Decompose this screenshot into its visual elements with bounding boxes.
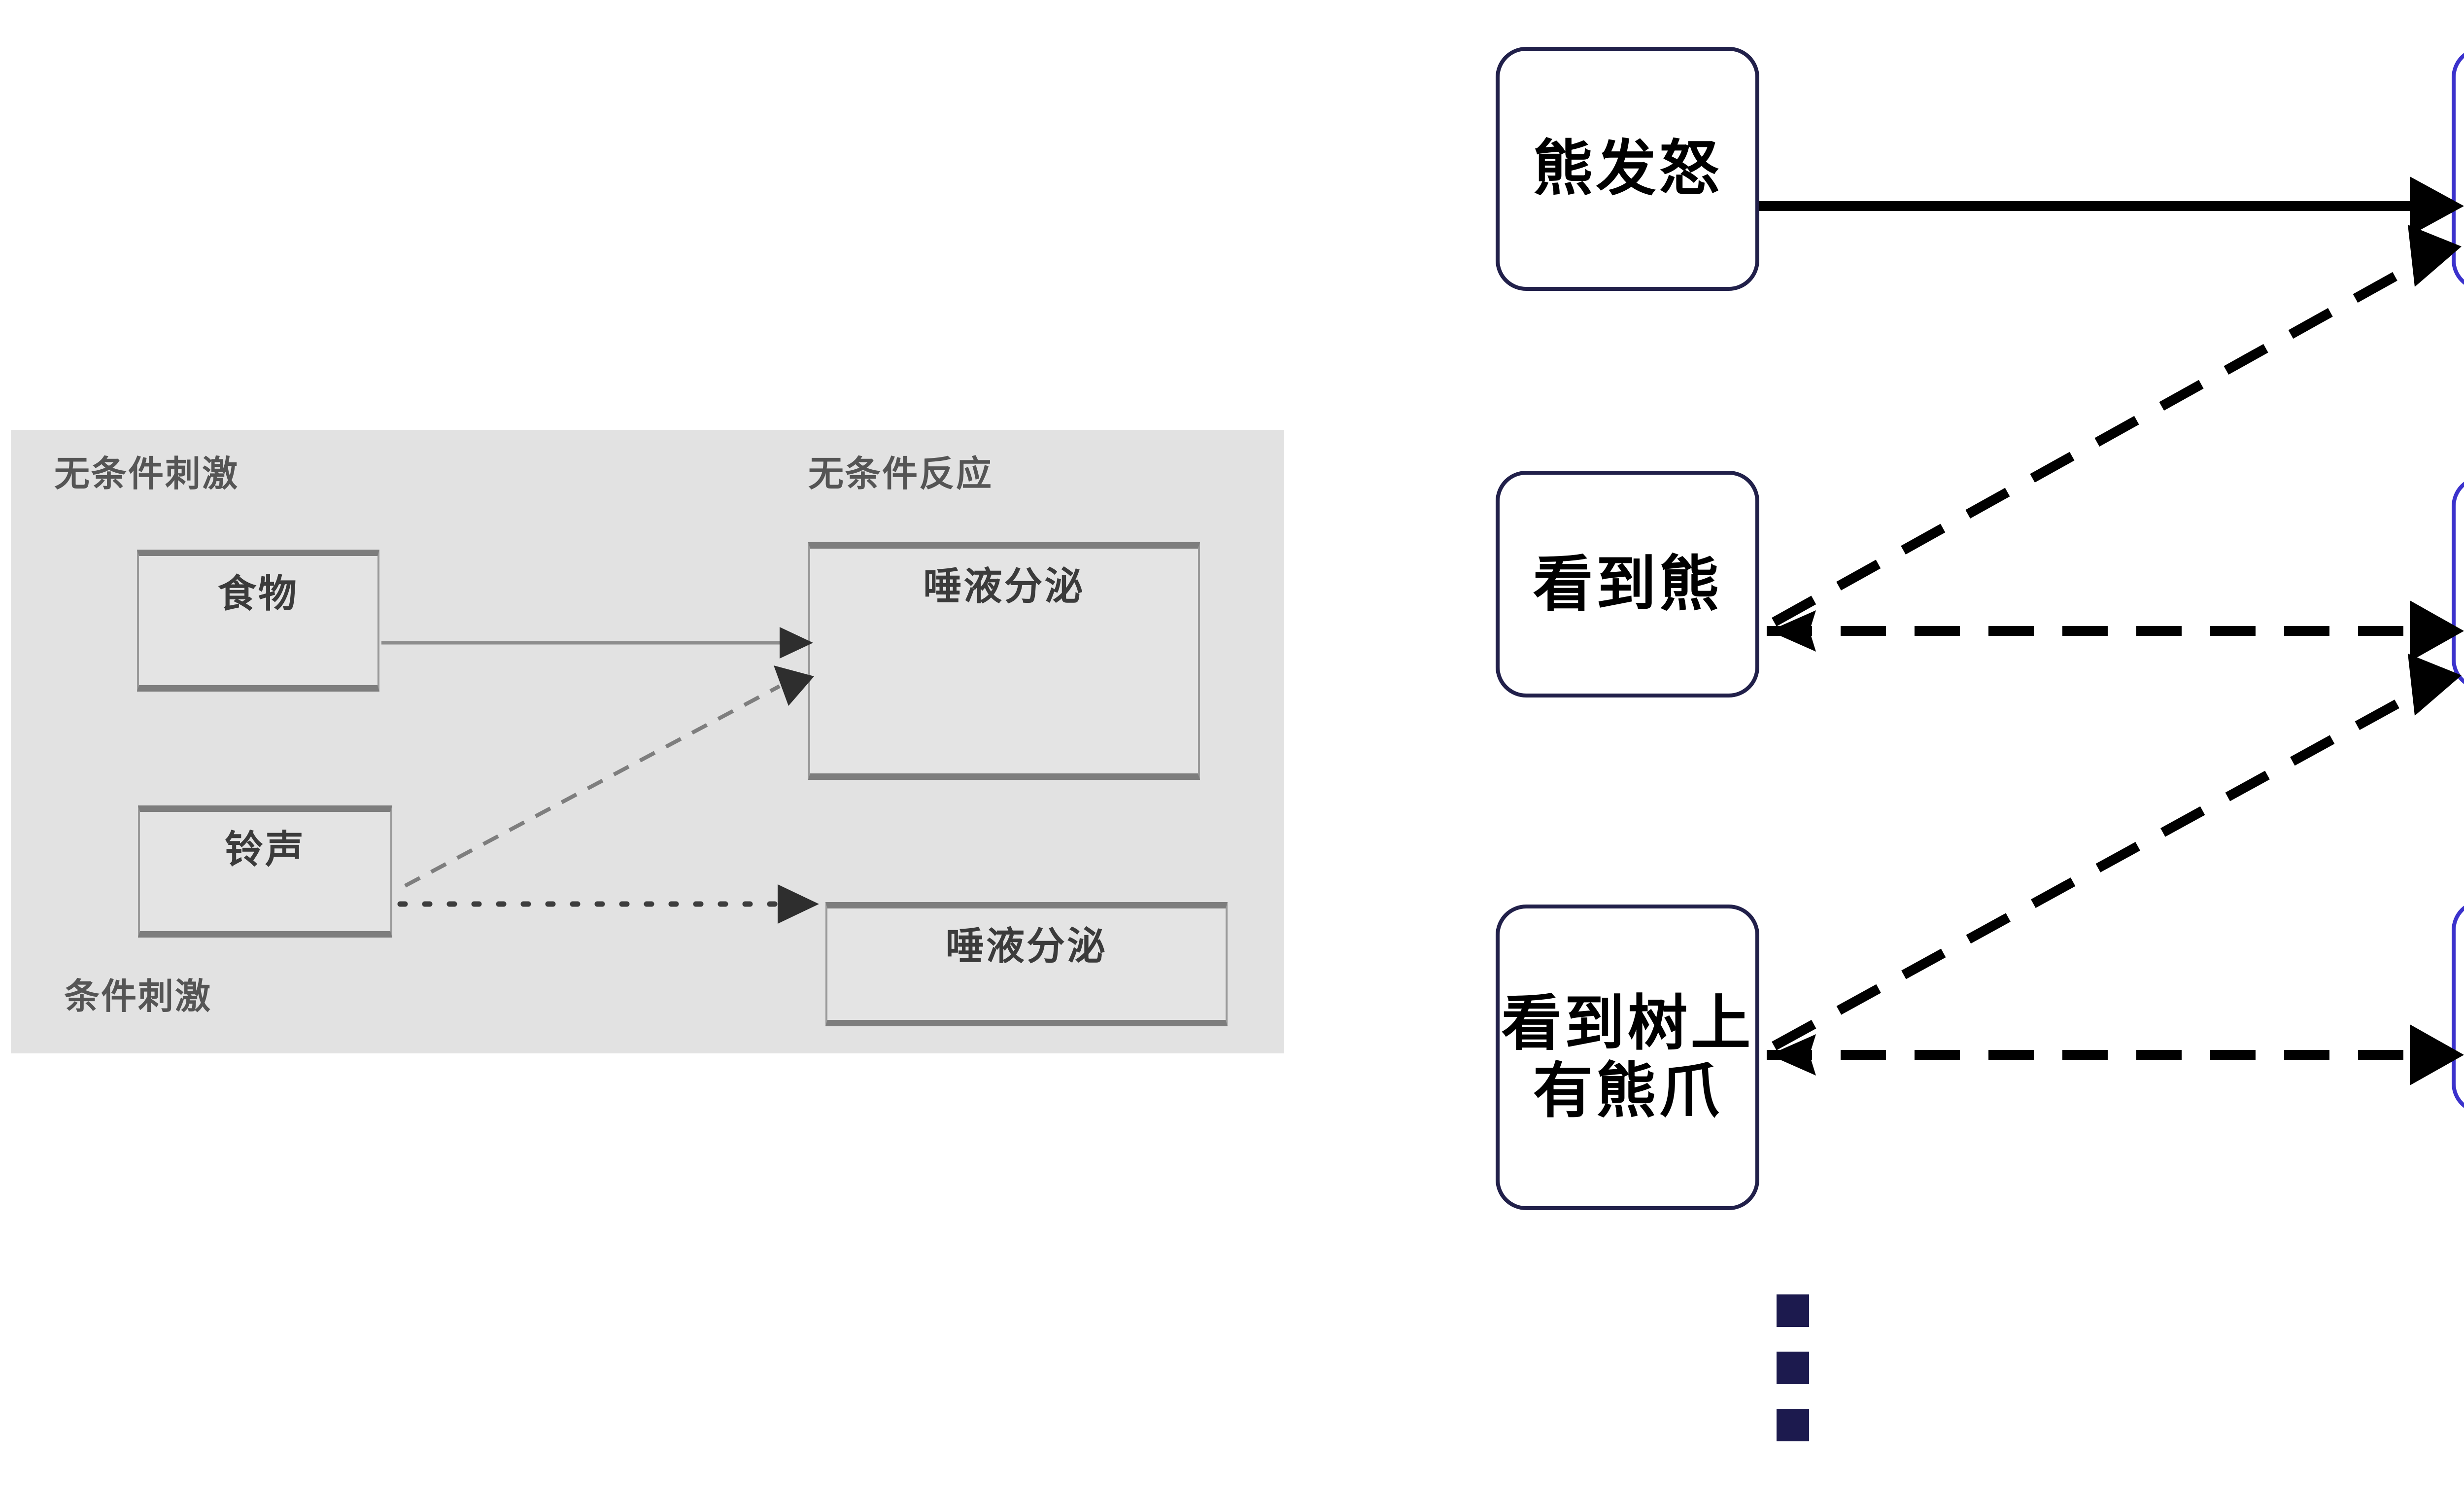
edge-see-bear-to-value-s-prime bbox=[1767, 600, 2464, 662]
box-salivation-unconditioned: 唾液分泌 bbox=[808, 542, 1200, 780]
node-value-s[interactable]: V(s) bbox=[2452, 900, 2464, 1114]
edge-see-claw-to-value-s bbox=[1767, 1024, 2464, 1085]
arrow-food-head bbox=[780, 627, 813, 659]
classical-conditioning-panel: 无条件刺激 无条件反应 条件刺激 条件反应 食物 唾液分泌 铃声 唾液分泌 bbox=[11, 430, 1284, 1053]
arrow-bell-to-uncond-head bbox=[774, 665, 814, 706]
classical-conditioning-arrows bbox=[381, 627, 819, 924]
node-value-s-prime[interactable]: V(s′) bbox=[2452, 476, 2464, 690]
box-salivation-conditioned: 唾液分泌 bbox=[825, 902, 1228, 1026]
box-food-label: 食物 bbox=[217, 572, 299, 616]
node-see-bear[interactable]: 看到熊 bbox=[1496, 471, 1759, 697]
rl-diagram-arrows bbox=[1759, 176, 2464, 1085]
state-column-ellipsis-dot-1 bbox=[1777, 1294, 1809, 1327]
label-unconditioned-stimulus: 无条件刺激 bbox=[54, 453, 240, 494]
arrow-bell-to-uncond-line bbox=[404, 684, 781, 888]
node-see-claw-on-tree[interactable]: 看到树上 有熊爪 bbox=[1496, 905, 1759, 1210]
node-see-bear-label: 看到熊 bbox=[1533, 549, 1722, 619]
box-food: 食物 bbox=[137, 550, 379, 692]
edge-bear-angry-to-reward bbox=[1759, 176, 2464, 236]
box-bell-label: 铃声 bbox=[224, 828, 306, 872]
node-bear-angry-label: 熊发怒 bbox=[1533, 134, 1722, 204]
state-column-ellipsis-dot-2 bbox=[1777, 1352, 1809, 1384]
state-column-ellipsis-dot-3 bbox=[1777, 1409, 1809, 1441]
box-salivation-unconditioned-label: 唾液分泌 bbox=[923, 564, 1085, 609]
node-see-claw-on-tree-label: 看到树上 有熊爪 bbox=[1502, 990, 1754, 1124]
edge-see-bear-to-reward bbox=[1772, 225, 2462, 627]
box-salivation-conditioned-label: 唾液分泌 bbox=[945, 924, 1107, 969]
node-see-claw-line1: 看到树上 bbox=[1501, 988, 1754, 1059]
label-conditioned-stimulus: 条件刺激 bbox=[64, 976, 212, 1017]
node-bear-angry[interactable]: 熊发怒 bbox=[1496, 47, 1759, 291]
arrow-bell-to-cond-head bbox=[778, 884, 819, 924]
node-see-claw-line2: 有熊爪 bbox=[1533, 1056, 1722, 1126]
label-unconditioned-response: 无条件反应 bbox=[808, 453, 993, 494]
edge-see-claw-to-value-s-prime bbox=[1772, 654, 2462, 1050]
box-bell: 铃声 bbox=[138, 805, 392, 938]
